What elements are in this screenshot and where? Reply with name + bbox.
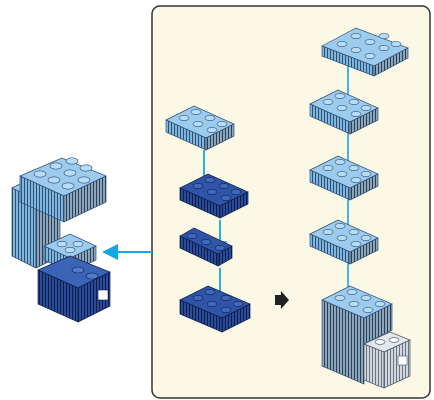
light-blue-top-block [19, 157, 107, 223]
dark-blue-1x3-plate [179, 227, 233, 267]
light-blue-2x3-plate-2 [309, 155, 379, 201]
light-blue-2x3-plate-3 [309, 219, 379, 265]
next-step-arrow-icon [275, 291, 289, 309]
dark-blue-base [37, 255, 111, 323]
left-sequence [165, 105, 251, 333]
dark-blue-2x3-plate [179, 173, 249, 219]
light-blue-2x3-plate [165, 105, 235, 151]
right-sequence [309, 27, 411, 389]
light-blue-2x3-plate-1 [309, 89, 379, 135]
dark-blue-2x3-base-plate [179, 285, 251, 333]
light-blue-stack-with-white-base [321, 285, 411, 389]
assembled-result [11, 157, 111, 323]
light-blue-2x4-plate-top [321, 27, 409, 77]
